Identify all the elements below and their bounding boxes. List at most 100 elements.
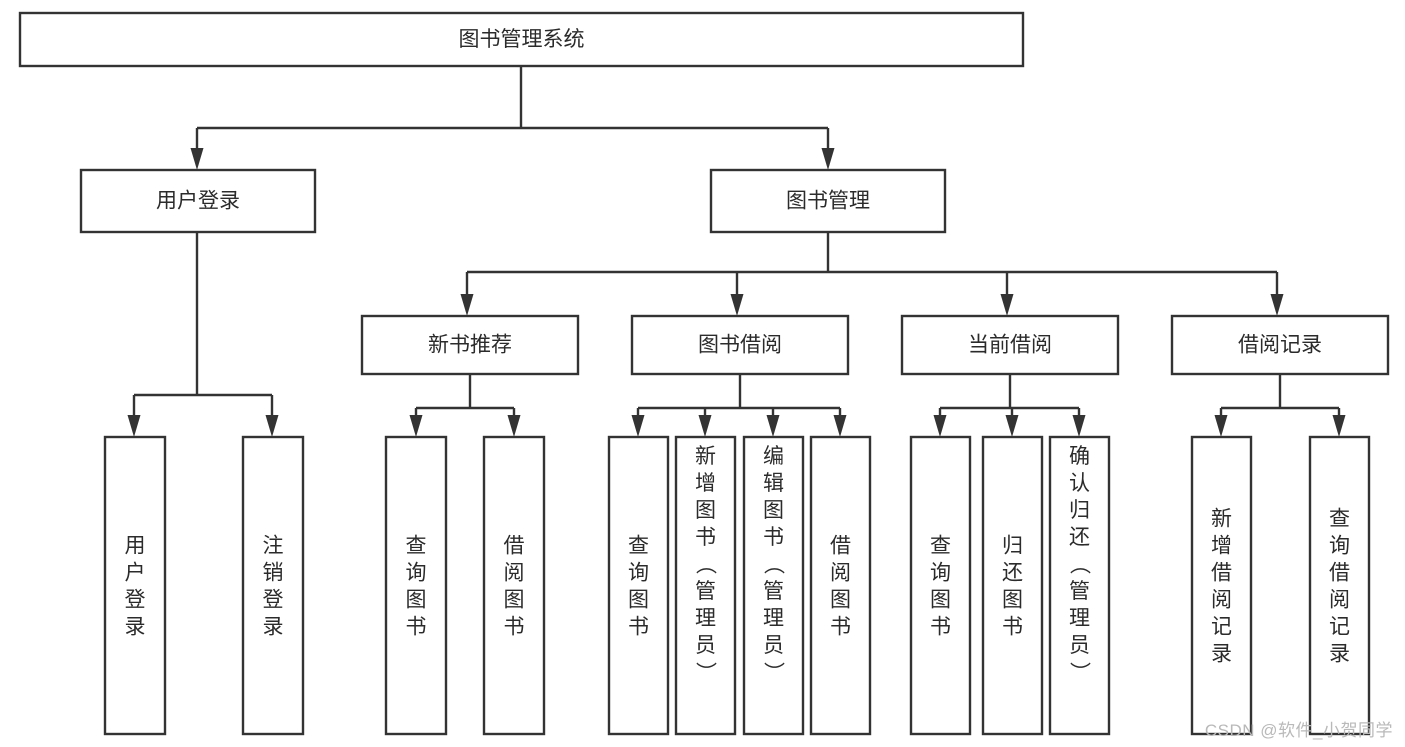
node-box-leaf-user-login (103, 435, 167, 736)
node-leaf-user-login[interactable]: 用户登录 (103, 435, 167, 736)
connector-c-cur-l2 (1005, 408, 1019, 437)
connector-c-root-user (190, 128, 204, 170)
connector-c-brw-l4 (833, 408, 847, 437)
node-label-char: 书 (695, 526, 716, 549)
node-label-char: 录 (1211, 643, 1232, 666)
connector-c-book-a1 (460, 272, 474, 316)
connector-c-rcd-l2 (1332, 408, 1346, 437)
arrowhead-icon (933, 415, 947, 437)
node-book-manage[interactable]: 图书管理 (709, 168, 947, 234)
node-label-char: 图 (930, 589, 951, 612)
node-label-current-borrow: 当前借阅 (968, 334, 1052, 357)
connector-layer (127, 66, 1346, 437)
node-user-login[interactable]: 用户登录 (79, 168, 317, 234)
arrowhead-icon (730, 294, 744, 316)
connector-c-brw-l1 (631, 408, 645, 437)
node-label-char: 询 (628, 562, 649, 585)
node-label-char: 录 (263, 616, 284, 639)
arrowhead-icon (1214, 415, 1228, 437)
arrowhead-icon (1000, 294, 1014, 316)
node-label-char: 登 (125, 589, 146, 612)
node-new-book-rec[interactable]: 新书推荐 (360, 314, 580, 376)
connector-c-user-l2 (265, 395, 279, 437)
node-label-char: 记 (1211, 616, 1232, 639)
node-borrow-record[interactable]: 借阅记录 (1170, 314, 1390, 376)
connector-c-brw-l3 (766, 408, 780, 437)
node-label-char: 图 (1002, 589, 1023, 612)
node-label-char: 阅 (1329, 589, 1350, 612)
node-label-char: 理 (763, 607, 784, 630)
node-label-char: 归 (1069, 499, 1090, 522)
node-label-char: 书 (628, 616, 649, 639)
arrowhead-icon (766, 415, 780, 437)
node-box-borrow-record (1170, 314, 1390, 376)
node-label-char: 辑 (763, 472, 784, 495)
node-label-char: 图 (628, 589, 649, 612)
node-label-char: （ (1068, 554, 1091, 575)
node-label-char: 书 (930, 616, 951, 639)
node-label-char: 询 (930, 562, 951, 585)
node-layer: 图书管理系统用户登录图书管理新书推荐图书借阅当前借阅借阅记录用户登录注销登录查询… (18, 11, 1390, 736)
node-label-char: 阅 (504, 562, 525, 585)
node-box-book-manage (709, 168, 947, 234)
arrowhead-icon (1072, 415, 1086, 437)
node-label-char: 查 (406, 535, 427, 558)
node-label-char: 管 (763, 580, 784, 603)
node-box-current-borrow (900, 314, 1120, 376)
node-label-char: 借 (830, 535, 851, 558)
node-box-leaf-add-book (674, 435, 737, 736)
node-label-char: 员 (1069, 634, 1090, 657)
arrowhead-icon (821, 148, 835, 170)
node-label-new-book-rec: 新书推荐 (428, 334, 512, 357)
node-label-root: 图书管理系统 (459, 28, 585, 51)
arrowhead-icon (631, 415, 645, 437)
node-label-char: 确 (1069, 445, 1090, 468)
node-box-leaf-edit-book (742, 435, 805, 736)
node-label-user-login: 用户登录 (156, 190, 240, 213)
node-label-char: ） (1068, 662, 1091, 683)
node-label-char: 图 (406, 589, 427, 612)
node-book-borrow[interactable]: 图书借阅 (630, 314, 850, 376)
node-label-char: 书 (763, 526, 784, 549)
arrowhead-icon (507, 415, 521, 437)
node-label-char: 查 (930, 535, 951, 558)
node-label-char: 借 (504, 535, 525, 558)
node-box-leaf-user-logout (241, 435, 305, 736)
connector-c-book-a2 (730, 272, 744, 316)
node-label-char: ） (762, 662, 785, 683)
arrowhead-icon (127, 415, 141, 437)
node-label-char: 阅 (1211, 589, 1232, 612)
node-box-leaf-query-book-cur (909, 435, 972, 736)
node-label-char: 增 (695, 472, 716, 495)
node-label-char: 图 (830, 589, 851, 612)
node-label-char: ） (694, 662, 717, 683)
node-label-char: 查 (1329, 508, 1350, 531)
arrowhead-icon (1270, 294, 1284, 316)
node-label-char: （ (762, 554, 785, 575)
node-current-borrow[interactable]: 当前借阅 (900, 314, 1120, 376)
arrowhead-icon (409, 415, 423, 437)
node-label-char: 借 (1329, 562, 1350, 585)
node-label-char: 理 (695, 607, 716, 630)
node-box-user-login (79, 168, 317, 234)
connector-c-root-book (821, 128, 835, 170)
node-label-char: 用 (125, 535, 146, 558)
node-label-char: 管 (1069, 580, 1090, 603)
node-label-char: 新 (1211, 508, 1232, 531)
node-root[interactable]: 图书管理系统 (18, 11, 1025, 68)
node-label-char: 编 (763, 445, 784, 468)
node-label-char: 询 (406, 562, 427, 585)
connector-c-rec-l2 (507, 408, 521, 437)
